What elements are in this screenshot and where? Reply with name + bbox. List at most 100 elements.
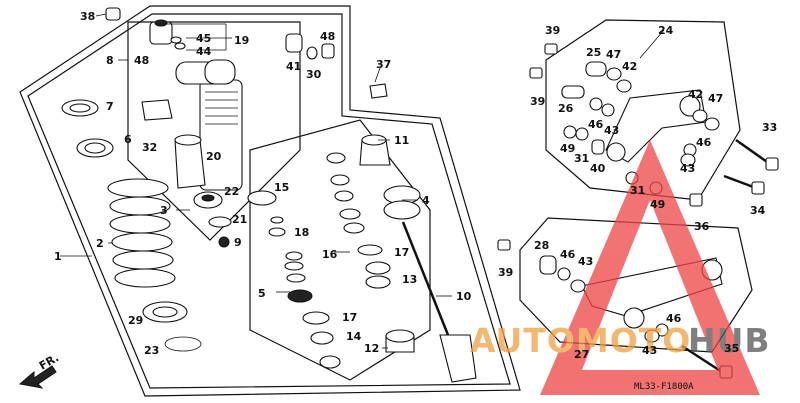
bump-rubber (174, 134, 206, 189)
watermark: AUTOMOTO HUB (470, 140, 771, 395)
callout-6: 6 (124, 133, 132, 146)
callout-10: 10 (456, 290, 472, 303)
callout-17a: 17 (394, 246, 409, 259)
damper-rod (401, 221, 477, 383)
callout-31a: 31 (574, 152, 589, 165)
shock-arm (605, 89, 707, 163)
callout-39c: 39 (498, 266, 513, 279)
o-ring-15 (247, 190, 277, 206)
collar-25 (585, 61, 607, 77)
callout-33: 33 (762, 121, 777, 134)
callout-22: 22 (224, 185, 239, 198)
collar-26 (561, 85, 585, 99)
valve-stack-16 (326, 152, 365, 234)
callout-48a: 48 (134, 54, 149, 67)
callout-43b: 43 (680, 162, 695, 175)
collar-28 (539, 255, 557, 275)
callout-11: 11 (394, 134, 409, 147)
callout-14: 14 (346, 330, 362, 343)
assembly-outline-inner (27, 13, 511, 389)
bushing-41 (285, 33, 303, 53)
callout-19: 19 (234, 34, 249, 47)
nut-39c (497, 239, 511, 251)
bushing-47b (704, 117, 720, 131)
drawing-code: ML33-F1800A (634, 382, 694, 392)
bearing-43b (680, 153, 696, 167)
washer-17b (302, 311, 330, 325)
seal-18 (268, 216, 286, 237)
bushing-47a (606, 67, 622, 81)
callout-46b: 46 (696, 136, 712, 149)
nut-39b (529, 67, 543, 79)
callout-46c: 46 (560, 248, 576, 261)
callout-8: 8 (106, 54, 114, 67)
callout-34: 34 (750, 204, 766, 217)
callout-24: 24 (658, 24, 674, 37)
bolt-34 (723, 174, 765, 195)
callout-3: 3 (160, 204, 168, 217)
callout-43c: 43 (578, 255, 593, 268)
stopper-plate (193, 191, 223, 209)
callout-12: 12 (364, 342, 379, 355)
callout-13: 13 (402, 273, 417, 286)
callout-42a: 42 (622, 60, 637, 73)
front-direction-arrow: FR. (18, 351, 61, 389)
washer-49a (563, 125, 577, 139)
seal-14 (319, 355, 341, 369)
dust-seal-11 (359, 134, 391, 166)
end-cap-12 (385, 329, 415, 353)
callout-25: 25 (586, 46, 601, 59)
bearing-4 (383, 185, 421, 220)
watermark-text-a: AUTOMOTO (470, 321, 691, 360)
callout-32: 32 (142, 141, 157, 154)
callout-45: 45 (196, 32, 211, 45)
callout-36: 36 (694, 220, 710, 233)
collar-14 (310, 331, 334, 345)
callout-38: 38 (80, 10, 95, 23)
callout-9: 9 (234, 236, 242, 249)
washer-46d (655, 323, 669, 337)
bearing-42a (616, 79, 632, 93)
callout-48b: 48 (320, 30, 335, 43)
callout-49b: 49 (650, 198, 665, 211)
callout-39a: 39 (545, 24, 560, 37)
callout-30: 30 (306, 68, 322, 81)
connecting-rod-group-outline (519, 217, 753, 353)
callout-35: 35 (724, 342, 739, 355)
washer-17a (357, 244, 383, 256)
bolt-33 (735, 138, 779, 171)
callout-46a: 46 (588, 118, 604, 131)
watermark-text-b: HUB (688, 321, 771, 360)
nut-39a (544, 43, 558, 55)
callout-4: 4 (422, 194, 430, 207)
bearing-43a (601, 103, 615, 117)
assembly-outline-outer (19, 5, 521, 397)
washer-30 (306, 46, 318, 60)
stopper-ring (164, 336, 202, 352)
callout-16: 16 (322, 248, 338, 261)
shock-spring (107, 178, 176, 288)
callout-23: 23 (144, 344, 159, 357)
nut-9 (218, 236, 230, 248)
bolt-38 (105, 7, 121, 21)
callout-28: 28 (534, 239, 549, 252)
caution-label (141, 99, 173, 121)
leader-lines (60, 13, 665, 349)
o-ring-44 (170, 36, 182, 44)
washer-45 (174, 42, 186, 50)
washer-31a (575, 127, 589, 141)
lock-nut-7 (61, 99, 99, 117)
bolt-36 (689, 193, 703, 207)
callout-labels: 38 45 19 44 8 48 41 30 48 37 7 6 32 20 1… (54, 10, 777, 361)
o-ring-21 (208, 216, 232, 228)
callout-2: 2 (96, 237, 104, 250)
callout-43d: 43 (642, 344, 657, 357)
washer-46c (557, 267, 571, 281)
cap-48 (321, 43, 335, 59)
shock-absorber (149, 19, 243, 191)
spring-seat (142, 301, 188, 323)
callout-31b: 31 (630, 184, 645, 197)
bearing-42b (692, 109, 708, 123)
